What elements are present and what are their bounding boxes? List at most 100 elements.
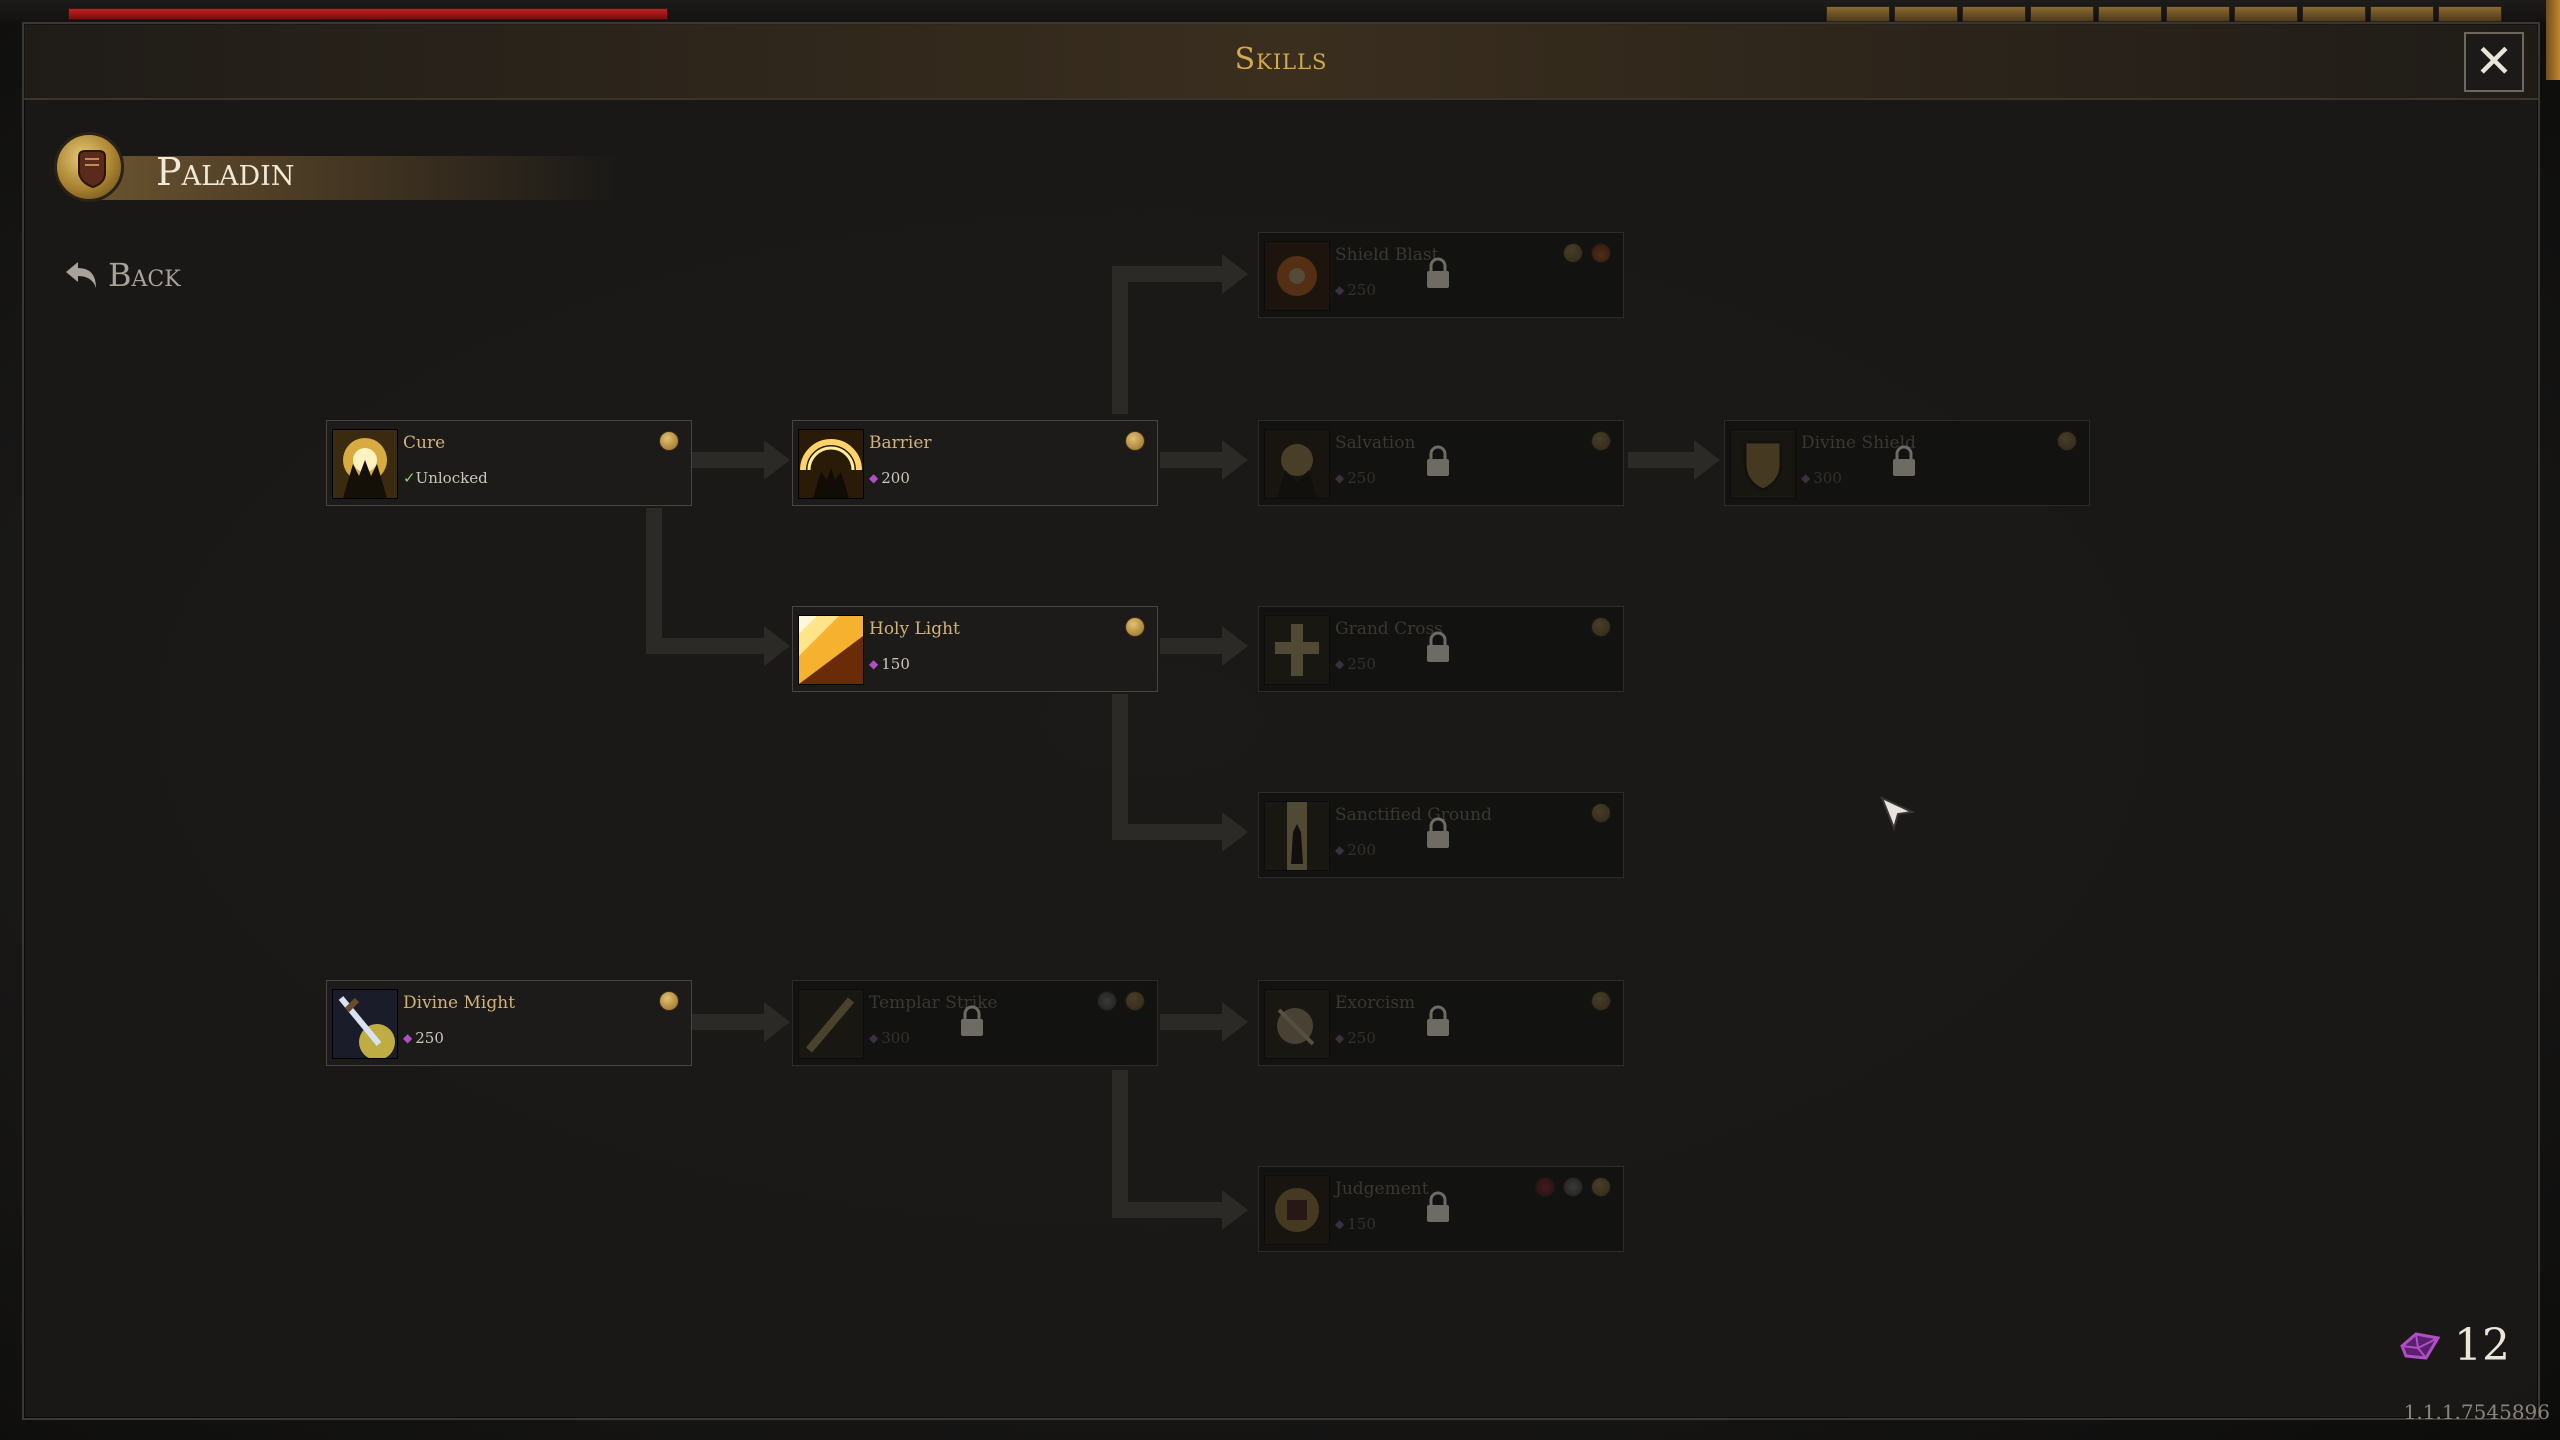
skill-status: ✓Unlocked (403, 469, 488, 487)
hud-corner-ornament (2546, 0, 2560, 80)
panel-titlebar: Skills ✕ (24, 24, 2538, 100)
skill-cost: ◆250 (1335, 1029, 1376, 1047)
blood-requirement-icon (1535, 1177, 1555, 1197)
weapon-requirement-icon (1097, 991, 1117, 1011)
skill-cost: ◆250 (1335, 655, 1376, 673)
skill-name: Divine Might (403, 993, 516, 1013)
back-button[interactable]: Back (64, 250, 181, 300)
barrier-icon (798, 429, 864, 499)
skill-name: Exorcism (1335, 993, 1416, 1013)
skill-name: Grand Cross (1335, 619, 1443, 639)
skill-cost: ◆300 (1801, 469, 1842, 487)
skill-node-grand-cross[interactable]: Grand Cross ◆250 (1258, 606, 1624, 692)
skill-node-salvation[interactable]: Salvation ◆250 (1258, 420, 1624, 506)
skill-type-badge-icon (659, 991, 679, 1011)
hotbar-slot[interactable] (2302, 6, 2366, 22)
skill-points-counter: 12 (2398, 1320, 2510, 1371)
lock-icon (1427, 631, 1449, 662)
skill-cost: ◆150 (1335, 1215, 1376, 1233)
skill-gem-icon: ◆ (403, 1031, 413, 1045)
skill-type-badge-icon (2057, 431, 2077, 451)
class-header: Paladin (54, 132, 624, 222)
skill-node-sanctified-ground[interactable]: Sanctified Ground ◆200 (1258, 792, 1624, 878)
skill-gem-icon: ◆ (1335, 1217, 1345, 1231)
skill-cost: ◆200 (1335, 841, 1376, 859)
sanctified-ground-icon (1264, 801, 1330, 871)
weapon-requirement-icon (1563, 1177, 1583, 1197)
hud-top-bar (0, 0, 2560, 80)
skill-gem-icon: ◆ (869, 657, 879, 671)
hotbar-slot[interactable] (1894, 6, 1958, 22)
skill-cost: ◆250 (1335, 281, 1376, 299)
skill-gem-icon: ◆ (1335, 471, 1345, 485)
hotbar-slot[interactable] (2030, 6, 2094, 22)
skill-type-badge-icon (1591, 617, 1611, 637)
skill-node-exorcism[interactable]: Exorcism ◆250 (1258, 980, 1624, 1066)
skill-points-value: 12 (2454, 1320, 2510, 1371)
skill-node-cure[interactable]: Cure ✓Unlocked (326, 420, 692, 506)
fist-icon (54, 132, 124, 202)
skill-name: Sanctified Ground (1335, 805, 1492, 825)
skill-type-badge-icon (1591, 803, 1611, 823)
skill-type-badge-icon (1125, 431, 1145, 451)
hotbar-slot[interactable] (2438, 6, 2502, 22)
skill-cost: ◆300 (869, 1029, 910, 1047)
check-icon: ✓ (403, 469, 416, 487)
class-banner (84, 156, 624, 200)
skill-node-barrier[interactable]: Barrier ◆200 (792, 420, 1158, 506)
skill-node-divine-might[interactable]: Divine Might ◆250 (326, 980, 692, 1066)
skill-name: Judgement (1335, 1179, 1429, 1199)
hotbar-slot[interactable] (2234, 6, 2298, 22)
exorcism-icon (1264, 989, 1330, 1059)
skill-gem-icon: ◆ (1335, 283, 1345, 297)
skill-name: Holy Light (869, 619, 960, 639)
cure-icon (332, 429, 398, 499)
hotbar-slot[interactable] (2370, 6, 2434, 22)
skill-node-shield-blast[interactable]: Shield Blast ◆250 (1258, 232, 1624, 318)
shield-blast-icon (1264, 241, 1330, 311)
lock-icon (1893, 445, 1915, 476)
skill-name: Cure (403, 433, 446, 453)
hotbar-slot[interactable] (1962, 6, 2026, 22)
divine-shield-icon (1730, 429, 1796, 499)
skill-type-badge-icon (1591, 1177, 1611, 1197)
skill-gem-icon: ◆ (1335, 843, 1345, 857)
skill-type-badge-icon (1591, 431, 1611, 451)
skill-type-badge-icon (1125, 617, 1145, 637)
lock-icon (1427, 817, 1449, 848)
lock-icon (1427, 257, 1449, 288)
skill-cost: ◆200 (869, 469, 910, 487)
skill-type-badge-icon (1125, 991, 1145, 1011)
skill-type-badge-icon (1563, 243, 1583, 263)
templar-strike-icon (798, 989, 864, 1059)
salvation-icon (1264, 429, 1330, 499)
judgement-icon (1264, 1175, 1330, 1245)
close-button[interactable]: ✕ (2464, 32, 2524, 92)
skill-cost: ◆150 (869, 655, 910, 673)
hotbar-slot[interactable] (2098, 6, 2162, 22)
skill-node-holy-light[interactable]: Holy Light ◆150 (792, 606, 1158, 692)
skill-gem-icon: ◆ (869, 471, 879, 485)
skill-type-badge-icon (659, 431, 679, 451)
holy-light-icon (798, 615, 864, 685)
skill-gem-icon: ◆ (1335, 657, 1345, 671)
skill-gem-icon: ◆ (869, 1031, 879, 1045)
back-arrow-icon (66, 262, 96, 288)
skill-name: Divine Shield (1801, 433, 1916, 453)
hotbar-slot[interactable] (1826, 6, 1890, 22)
skill-name: Barrier (869, 433, 932, 453)
class-name: Paladin (156, 150, 295, 194)
skill-gem-icon: ◆ (1801, 471, 1811, 485)
hotbar-slot[interactable] (2166, 6, 2230, 22)
skill-name: Shield Blast (1335, 245, 1439, 265)
skill-cost: ◆250 (403, 1029, 444, 1047)
lock-icon (1427, 1005, 1449, 1036)
skill-node-divine-shield[interactable]: Divine Shield ◆300 (1724, 420, 2090, 506)
skill-name: Salvation (1335, 433, 1416, 453)
lock-icon (1427, 445, 1449, 476)
skill-node-judgement[interactable]: Judgement ◆150 (1258, 1166, 1624, 1252)
lock-icon (1427, 1191, 1449, 1222)
skill-node-templar-strike[interactable]: Templar Strike ◆300 (792, 980, 1158, 1066)
hotbar-slots (1826, 6, 2502, 22)
